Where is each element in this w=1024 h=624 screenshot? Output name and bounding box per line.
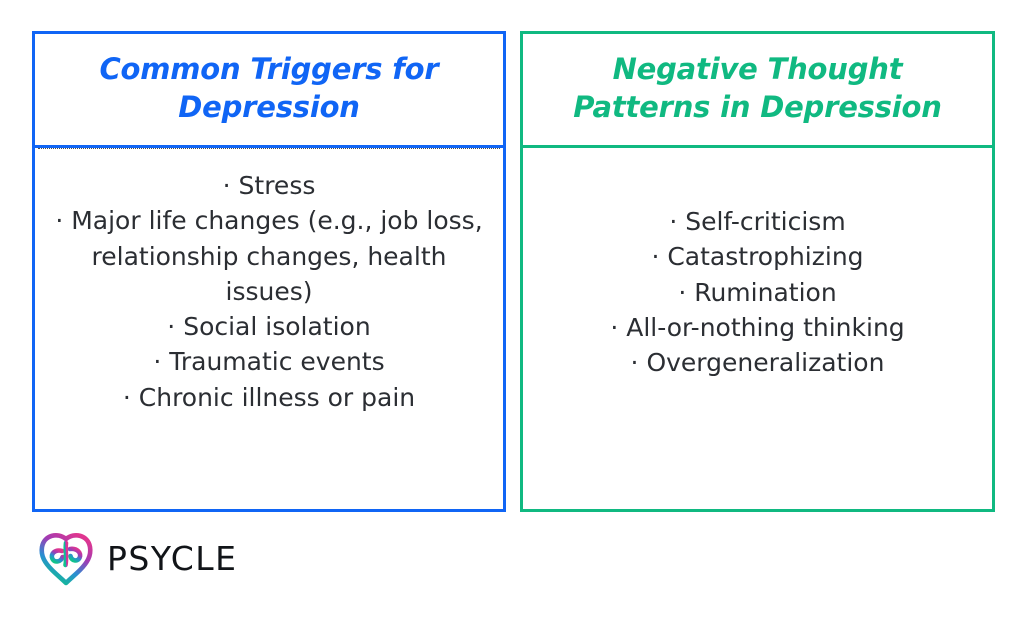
thought-pattern-list: Self-criticism Catastrophizing Ruminatio… (537, 204, 978, 380)
list-item: Self-criticism (537, 204, 978, 239)
list-item: Stress (49, 168, 489, 203)
list-item: Chronic illness or pain (49, 380, 489, 415)
brain-icon (39, 532, 93, 586)
card-negative-thought-patterns: Negative Thought Patterns in Depression … (520, 31, 995, 512)
card-body-common-triggers: Stress Major life changes (e.g., job los… (35, 148, 503, 509)
card-body-negative-thought-patterns: Self-criticism Catastrophizing Ruminatio… (523, 148, 992, 509)
logo-wordmark: PSYCLE (107, 538, 238, 578)
trigger-list: Stress Major life changes (e.g., job los… (49, 168, 489, 415)
card-header-common-triggers: Common Triggers for Depression (35, 34, 503, 148)
card-title-negative-thought-patterns: Negative Thought Patterns in Depression (573, 52, 942, 124)
list-item: Catastrophizing (537, 239, 978, 274)
list-item: All-or-nothing thinking (537, 310, 978, 345)
card-header-negative-thought-patterns: Negative Thought Patterns in Depression (523, 34, 992, 148)
list-item: Rumination (537, 275, 978, 310)
card-common-triggers: Common Triggers for Depression Stress Ma… (32, 31, 506, 512)
list-item: Major life changes (e.g., job loss, rela… (49, 203, 489, 309)
list-item: Social isolation (49, 309, 489, 344)
list-item: Traumatic events (49, 344, 489, 379)
card-title-common-triggers: Common Triggers for Depression (99, 52, 439, 124)
brand-logo: PSYCLE (36, 529, 237, 587)
list-item: Overgeneralization (537, 345, 978, 380)
